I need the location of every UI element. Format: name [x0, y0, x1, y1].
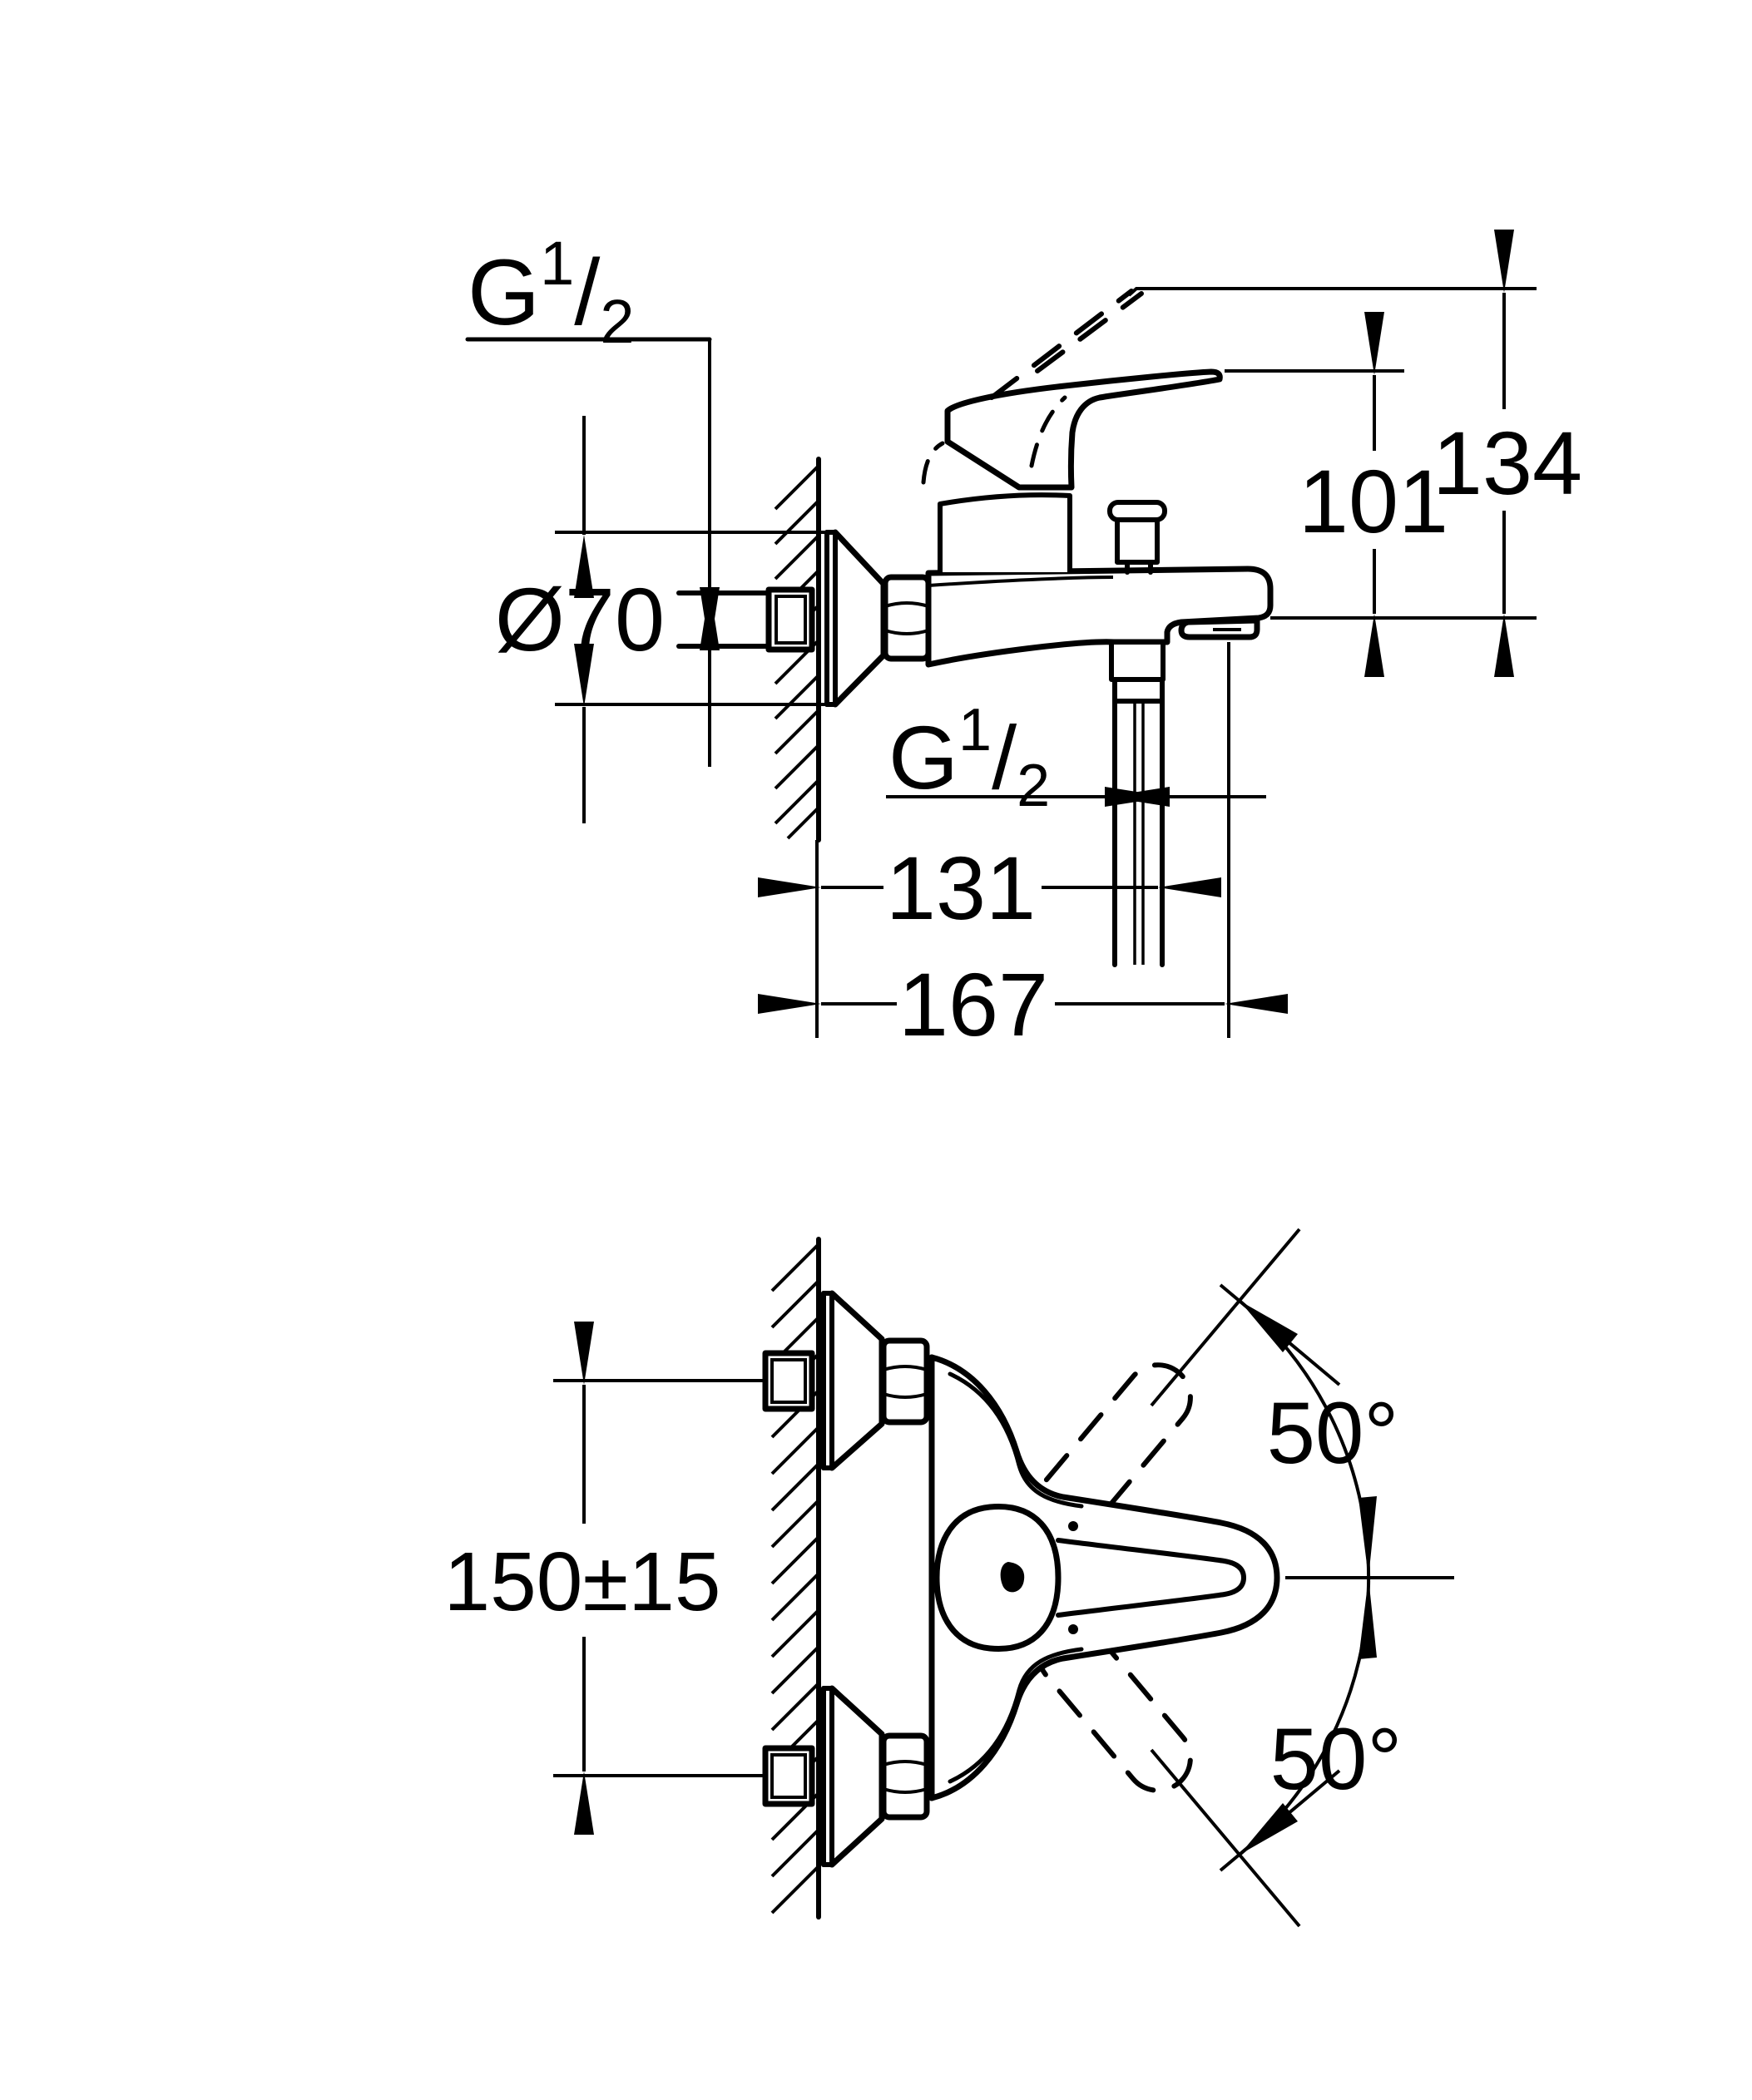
center-arrow-top-icon	[1359, 1496, 1377, 1578]
dim-70: Ø70	[495, 416, 825, 823]
dim-101: 101	[1299, 312, 1448, 677]
svg-text:G1/2: G1/2	[888, 697, 1050, 819]
dim-50-up-label: 50°	[1267, 1385, 1399, 1482]
side-view: 134 101 Ø70 G1/2	[465, 229, 1582, 1055]
escutcheon	[824, 529, 887, 708]
dim-167-label: 167	[898, 954, 1048, 1055]
dim-150: 150±15	[444, 1322, 764, 1835]
diverter-knob	[1107, 500, 1167, 575]
lever-base	[938, 492, 1072, 572]
center-arrow-bottom-icon	[1359, 1578, 1377, 1659]
faucet-body	[925, 566, 1274, 668]
union-nut	[882, 574, 932, 662]
dim-101-label: 101	[1299, 451, 1448, 551]
supply-thread-denominator: 2	[600, 287, 634, 356]
handle-logo-mark	[1000, 1562, 1025, 1593]
hose-thread-separator: /	[992, 707, 1017, 808]
top-connection	[762, 1290, 930, 1471]
ref-line-134	[1127, 287, 1537, 297]
svg-text:G1/2: G1/2	[468, 229, 635, 356]
dim-131-label: 131	[886, 838, 1036, 938]
body-contour-bottom	[948, 1647, 1084, 1784]
shower-hose	[1109, 640, 1166, 967]
handle-dot-top	[1068, 1521, 1078, 1531]
lever-dome	[933, 1504, 1062, 1652]
dim-134-label: 134	[1433, 413, 1582, 513]
label-supply-thread: G1/2	[465, 229, 720, 767]
dim-150-label: 150±15	[444, 1535, 721, 1628]
wall-hatch-icon	[770, 1243, 820, 1915]
radius-line-down	[1150, 1748, 1301, 1928]
lever-hidden-edge	[1029, 395, 1067, 468]
arc-arrow-up-icon	[1240, 1301, 1298, 1352]
supply-thread-prefix: G	[468, 240, 540, 344]
supply-thread-separator: /	[574, 240, 601, 344]
hose-thread-denominator: 2	[1017, 753, 1050, 819]
lever-handle	[944, 368, 1223, 491]
lever-inner-outline	[1056, 1538, 1247, 1618]
arc-arrow-down-icon	[1240, 1803, 1298, 1855]
front-view: 50° 50° 150±15	[444, 1228, 1454, 1928]
dim-167: 167	[758, 954, 1288, 1055]
body-contour-top	[948, 1371, 1084, 1509]
supply-pipe	[676, 586, 815, 653]
lever-heel-dashed	[921, 441, 945, 485]
dim-131: 131	[758, 838, 1221, 938]
lever-raised-dashed	[989, 289, 1144, 400]
hose-thread-prefix: G	[888, 707, 958, 808]
dim-134: 134	[1433, 230, 1582, 677]
handle-dot-bottom	[1068, 1624, 1078, 1634]
dim-swing-angles: 50° 50°	[1150, 1228, 1454, 1928]
radius-line-up	[1150, 1228, 1301, 1407]
dim-50-down-label: 50°	[1270, 1711, 1403, 1808]
body-contour-line	[928, 576, 1114, 587]
label-hose-thread: G1/2	[886, 697, 1266, 819]
supply-thread-numerator: 1	[540, 229, 574, 298]
bottom-connection	[762, 1685, 930, 1868]
dim-70-label: Ø70	[495, 569, 665, 670]
hose-thread-numerator: 1	[958, 697, 992, 763]
